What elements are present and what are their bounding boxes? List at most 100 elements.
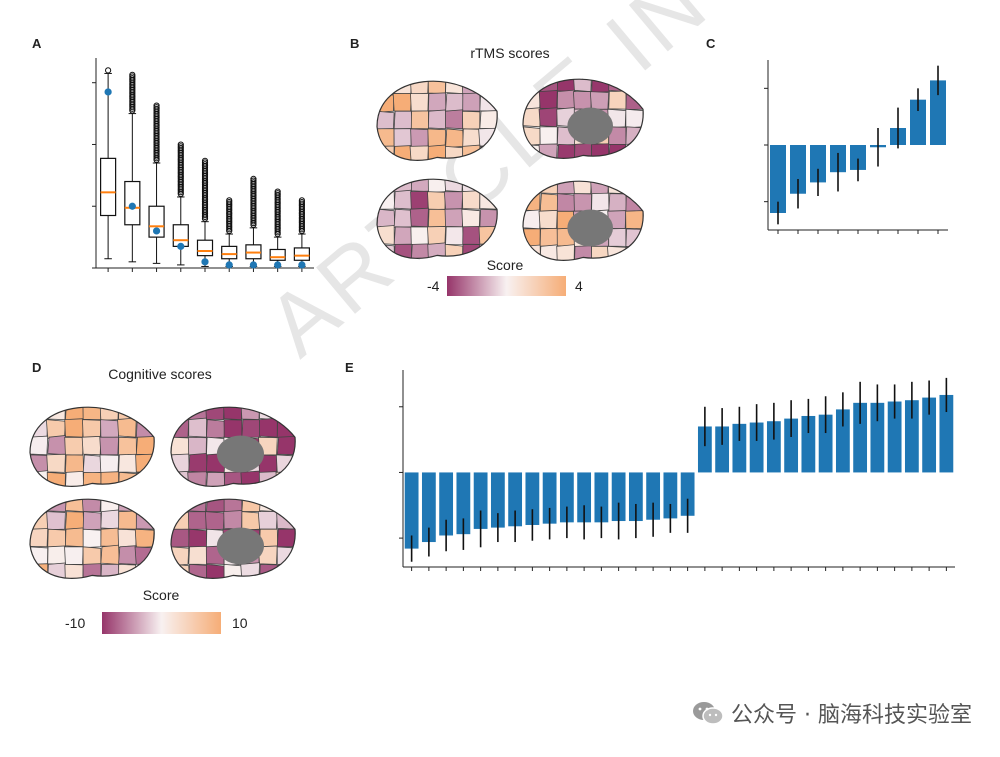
brain-parcel <box>462 128 481 148</box>
brain-parcel <box>538 107 558 128</box>
panel-a-box <box>196 239 214 257</box>
brain-parcel <box>556 181 576 195</box>
brain-parcel <box>188 417 207 438</box>
brain-parcel <box>204 511 225 531</box>
panel-e-bar <box>559 472 574 523</box>
wechat-icon <box>693 702 724 725</box>
brain-parcel <box>171 546 190 566</box>
panel-a-outlier <box>250 177 257 184</box>
panel-d-colorbar-label: Score <box>143 587 180 603</box>
brain-parcel <box>444 208 464 228</box>
brain-parcel <box>409 145 429 161</box>
brain-parcel <box>392 92 412 112</box>
panel-d-colorbar-max: 10 <box>232 615 248 631</box>
brain-d-lateral-right <box>29 498 155 579</box>
brain-parcel <box>65 470 85 487</box>
brain-parcel <box>30 511 49 531</box>
brain-parcel <box>99 436 119 456</box>
brain-parcel <box>30 499 49 513</box>
panel-b-colorbar-max: 4 <box>575 278 583 294</box>
brain-parcel <box>223 419 243 438</box>
brain-parcel <box>393 145 413 161</box>
brain-parcel <box>428 92 447 112</box>
panel-e-bar <box>870 402 885 473</box>
brain-parcel <box>99 454 119 474</box>
brain-parcel <box>443 191 464 210</box>
brain-parcel <box>427 128 446 148</box>
panel-a-outlier <box>129 75 136 82</box>
brain-parcel <box>65 407 85 421</box>
panel-e-bar <box>853 402 868 473</box>
brain-parcel <box>135 471 155 487</box>
brain-parcel <box>377 81 395 95</box>
brain-parcel <box>47 545 67 565</box>
panel-a-outlier <box>274 191 281 199</box>
panel-e-bar <box>835 409 850 473</box>
brain-parcel <box>410 92 429 112</box>
brain-parcel <box>100 509 120 530</box>
panel-e-bar <box>594 472 609 523</box>
panel-c-bar <box>910 99 926 145</box>
brain-parcel <box>206 419 226 439</box>
brain-parcel <box>445 226 464 245</box>
brain-parcel <box>82 454 103 474</box>
brain-parcel <box>591 192 610 212</box>
brain-parcel <box>427 226 446 245</box>
brain-parcel <box>625 181 644 196</box>
panel-a-observed-point <box>225 261 233 269</box>
panel-a-outlier <box>274 190 281 197</box>
panel-letter-a: A <box>32 36 42 51</box>
brain-parcel <box>479 208 498 228</box>
brain-parcel <box>574 245 593 261</box>
brain-parcel <box>134 407 155 421</box>
panel-a-observed-point <box>104 88 112 96</box>
panel-e-bar <box>421 472 436 543</box>
panel-e-bar <box>766 421 781 473</box>
panel-a-outlier <box>298 197 305 204</box>
brain-parcel <box>64 546 84 565</box>
brain-parcel <box>47 528 67 548</box>
brain-parcel <box>625 245 644 261</box>
brain-parcel <box>427 191 446 211</box>
panel-a-outlier <box>177 141 184 148</box>
brain-parcel <box>65 527 84 548</box>
brain-parcel <box>171 436 190 456</box>
brain-parcel <box>241 419 261 438</box>
brain-parcel <box>118 510 137 530</box>
panel-c-bar <box>790 145 806 194</box>
brain-parcel <box>188 545 208 565</box>
brain-parcel <box>223 407 243 421</box>
panel-a-outlier <box>298 198 305 206</box>
panel-a-outlier <box>129 73 136 80</box>
brain-parcel <box>65 511 85 530</box>
panel-a-observed-point <box>152 227 161 235</box>
brain-parcel <box>65 454 85 474</box>
brain-parcel <box>240 470 260 487</box>
brain-parcel <box>625 108 644 129</box>
brain-parcel <box>188 528 208 549</box>
brain-parcel <box>241 511 260 531</box>
panel-a-observed-point <box>274 261 282 269</box>
panel-e-bar <box>646 472 661 520</box>
brain-medial-mask <box>567 209 613 247</box>
brain-parcel <box>135 499 155 513</box>
brain-d-medial-right <box>170 498 296 579</box>
panel-b-colorbar-min: -4 <box>427 278 440 294</box>
brain-parcel <box>100 527 120 548</box>
brain-parcel <box>82 546 102 566</box>
brain-medial-mask <box>567 107 613 145</box>
brain-outline <box>170 406 296 487</box>
brain-parcel <box>445 109 464 130</box>
panel-c-bar <box>810 145 826 183</box>
panel-letter-b: B <box>350 36 359 51</box>
panel-a-observed-point <box>177 242 185 250</box>
panel-a-outlier <box>153 105 160 113</box>
panel-a-outlier <box>153 104 160 111</box>
brain-parcel <box>30 528 49 548</box>
brain-parcel <box>377 208 396 229</box>
brain-parcel <box>82 511 102 531</box>
brain-parcel <box>591 245 610 261</box>
brain-parcels <box>30 407 155 487</box>
brain-medial-mask <box>216 527 264 565</box>
brain-parcel <box>187 436 207 456</box>
